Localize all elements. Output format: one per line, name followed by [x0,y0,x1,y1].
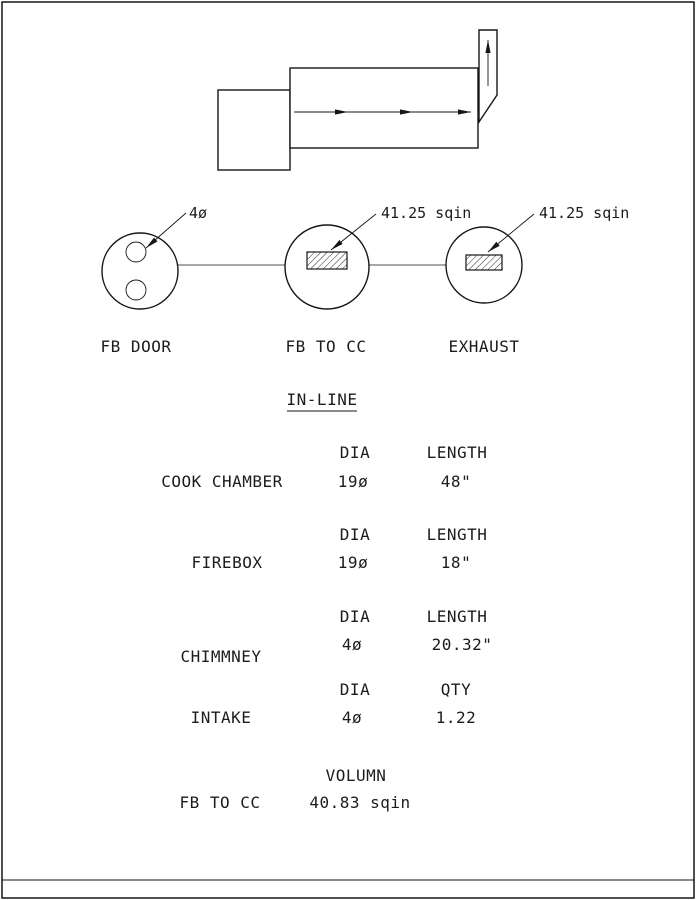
intake-hole-bottom [125,279,147,301]
cook-chamber-row-label: COOK CHAMBER [161,472,283,491]
firebox-row-label: FIREBOX [192,553,263,572]
chimney-length-header: LENGTH [427,607,488,626]
cook-chamber-dia-header: DIA [340,443,370,462]
exhaust-area-label: 41.25 sqin [539,204,629,222]
fb-to-cc-dim-leader [330,213,377,251]
fb-to-cc-row-label: FB TO CC [179,793,260,812]
cook-chamber-outline [289,67,479,149]
fb-door-dim-label: 4ø [189,204,207,222]
intake-hole-top [125,241,147,263]
side-view [217,29,498,171]
intake-qty-value: 1.22 [436,708,477,727]
firebox-dia-value: 19ø [338,553,368,572]
exhaust-opening [465,254,503,271]
cross-sections: 4ø 41.25 sqin 41.25 sqin FB DOOR FB TO C… [101,204,630,356]
firebox-length-value: 18" [441,553,471,572]
fb-to-cc-volume-header: VOLUMN [326,766,387,785]
firebox-dia-header: DIA [340,525,370,544]
chimney-dia-header: DIA [340,607,370,626]
chimney-row-label: CHIMMNEY [180,647,261,666]
fb-to-cc-opening [306,251,348,270]
fb-to-cc-area-label: 41.25 sqin [381,204,471,222]
fb-door-section-circle [101,232,179,310]
exhaust-label: EXHAUST [449,337,520,356]
firebox-outline [217,89,291,171]
cook-chamber-dia-value: 19ø [338,472,368,491]
chimney-length-value: 20.32" [432,635,493,654]
cook-chamber-length-value: 48" [441,472,471,491]
fb-door-label: FB DOOR [101,337,172,356]
intake-qty-header: QTY [441,680,471,699]
intake-dia-value: 4ø [342,708,362,727]
chimney-dia-value: 4ø [342,635,362,654]
intake-dia-header: DIA [340,680,370,699]
intake-row-label: INTAKE [191,708,252,727]
exhaust-dim-leader [487,213,535,253]
cook-chamber-length-header: LENGTH [427,443,488,462]
fb-to-cc-volume-value: 40.83 sqin [309,793,410,812]
fb-door-dim-leader [145,212,187,249]
spec-table: IN-LINE DIA LENGTH COOK CHAMBER 19ø 48" … [161,390,492,812]
table-title: IN-LINE [287,390,358,409]
firebox-length-header: LENGTH [427,525,488,544]
fb-to-cc-label: FB TO CC [285,337,366,356]
